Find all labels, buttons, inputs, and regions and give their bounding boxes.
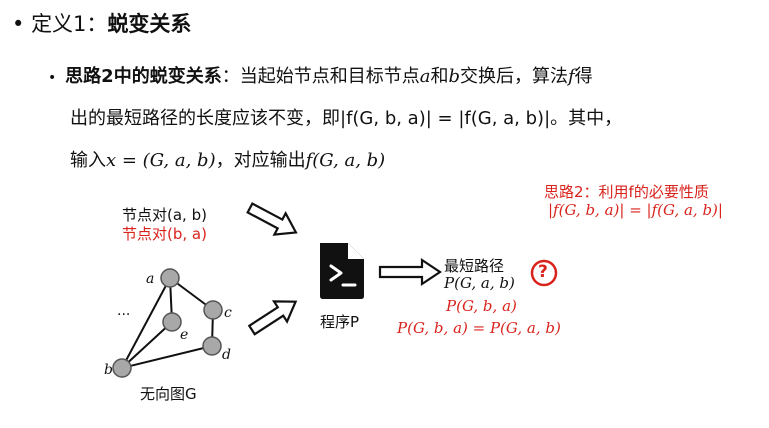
idea2-label: 思路2中的蜕变关系	[65, 66, 222, 87]
arrow-inputs-to-program	[246, 202, 298, 236]
pair-ab-label: 节点对(a, b)	[122, 206, 207, 224]
output-expression: f(G, a, b)	[305, 150, 386, 171]
definition-heading: • 定义1：蜕变关系	[12, 8, 191, 38]
note-formula: |f(G, b, a)| = |f(G, a, b)|	[548, 201, 723, 219]
output-equality: P(G, b, a) = P(G, a, b)	[397, 319, 561, 337]
var-b: b	[448, 66, 460, 87]
node-a	[160, 268, 180, 288]
shortest-path-title: 最短路径	[444, 257, 505, 275]
output-p-ab: P(G, a, b)	[444, 274, 515, 292]
node-e-label: e	[180, 327, 189, 343]
graph-ellipsis: ...	[117, 303, 131, 319]
after-text: 交换后，算法	[459, 66, 568, 87]
edge-a-b	[121, 277, 171, 369]
program-file-icon	[320, 243, 364, 299]
graph-nodes	[112, 268, 223, 378]
var-f: f	[567, 66, 575, 87]
heading-prefix: 定义1：	[31, 12, 108, 36]
bullet: •	[12, 12, 32, 36]
and-text: 和	[430, 66, 449, 87]
arrow-program-to-output	[378, 257, 442, 287]
node-c-label: c	[224, 305, 232, 321]
pair-ba-label: 节点对(b, a)	[122, 225, 207, 243]
arrow-graph-to-program	[247, 300, 298, 336]
question-circle-icon	[530, 259, 558, 287]
node-d-label: d	[222, 347, 231, 363]
input-equation: x = (G, a, b)	[106, 150, 216, 171]
paragraph-line-1: • 思路2中的蜕变关系：当起始节点和目标节点a和b交换后，算法f得	[48, 62, 593, 88]
node-e	[162, 312, 182, 332]
question-mark: ?	[538, 262, 548, 282]
node-a-label: a	[146, 271, 155, 287]
paragraph-line-2: 出的最短路径的长度应该不变，即|f(G, b, a)| = |f(G, a, b…	[70, 108, 623, 129]
paragraph-line-3: 输入x = (G, a, b)，对应输出f(G, a, b)	[70, 146, 385, 172]
bullet: •	[48, 70, 66, 86]
node-c	[203, 300, 223, 320]
node-b	[112, 358, 132, 378]
line1-text: ：当起始节点和目标节点	[221, 66, 420, 87]
input-text: 输入	[70, 150, 106, 171]
heading-term: 蜕变关系	[107, 12, 192, 36]
edge-b-d	[121, 345, 213, 369]
graph-label: 无向图G	[140, 385, 197, 403]
de-text: 得	[574, 66, 593, 87]
var-a: a	[419, 66, 431, 87]
program-label: 程序P	[320, 313, 360, 331]
edge-b-e	[121, 321, 173, 369]
note-title: 思路2：利用f的必要性质	[544, 183, 709, 201]
node-d	[202, 336, 222, 356]
node-b-label: b	[104, 362, 113, 378]
output-text: ，对应输出	[215, 150, 306, 171]
output-p-ba: P(G, b, a)	[446, 297, 517, 315]
